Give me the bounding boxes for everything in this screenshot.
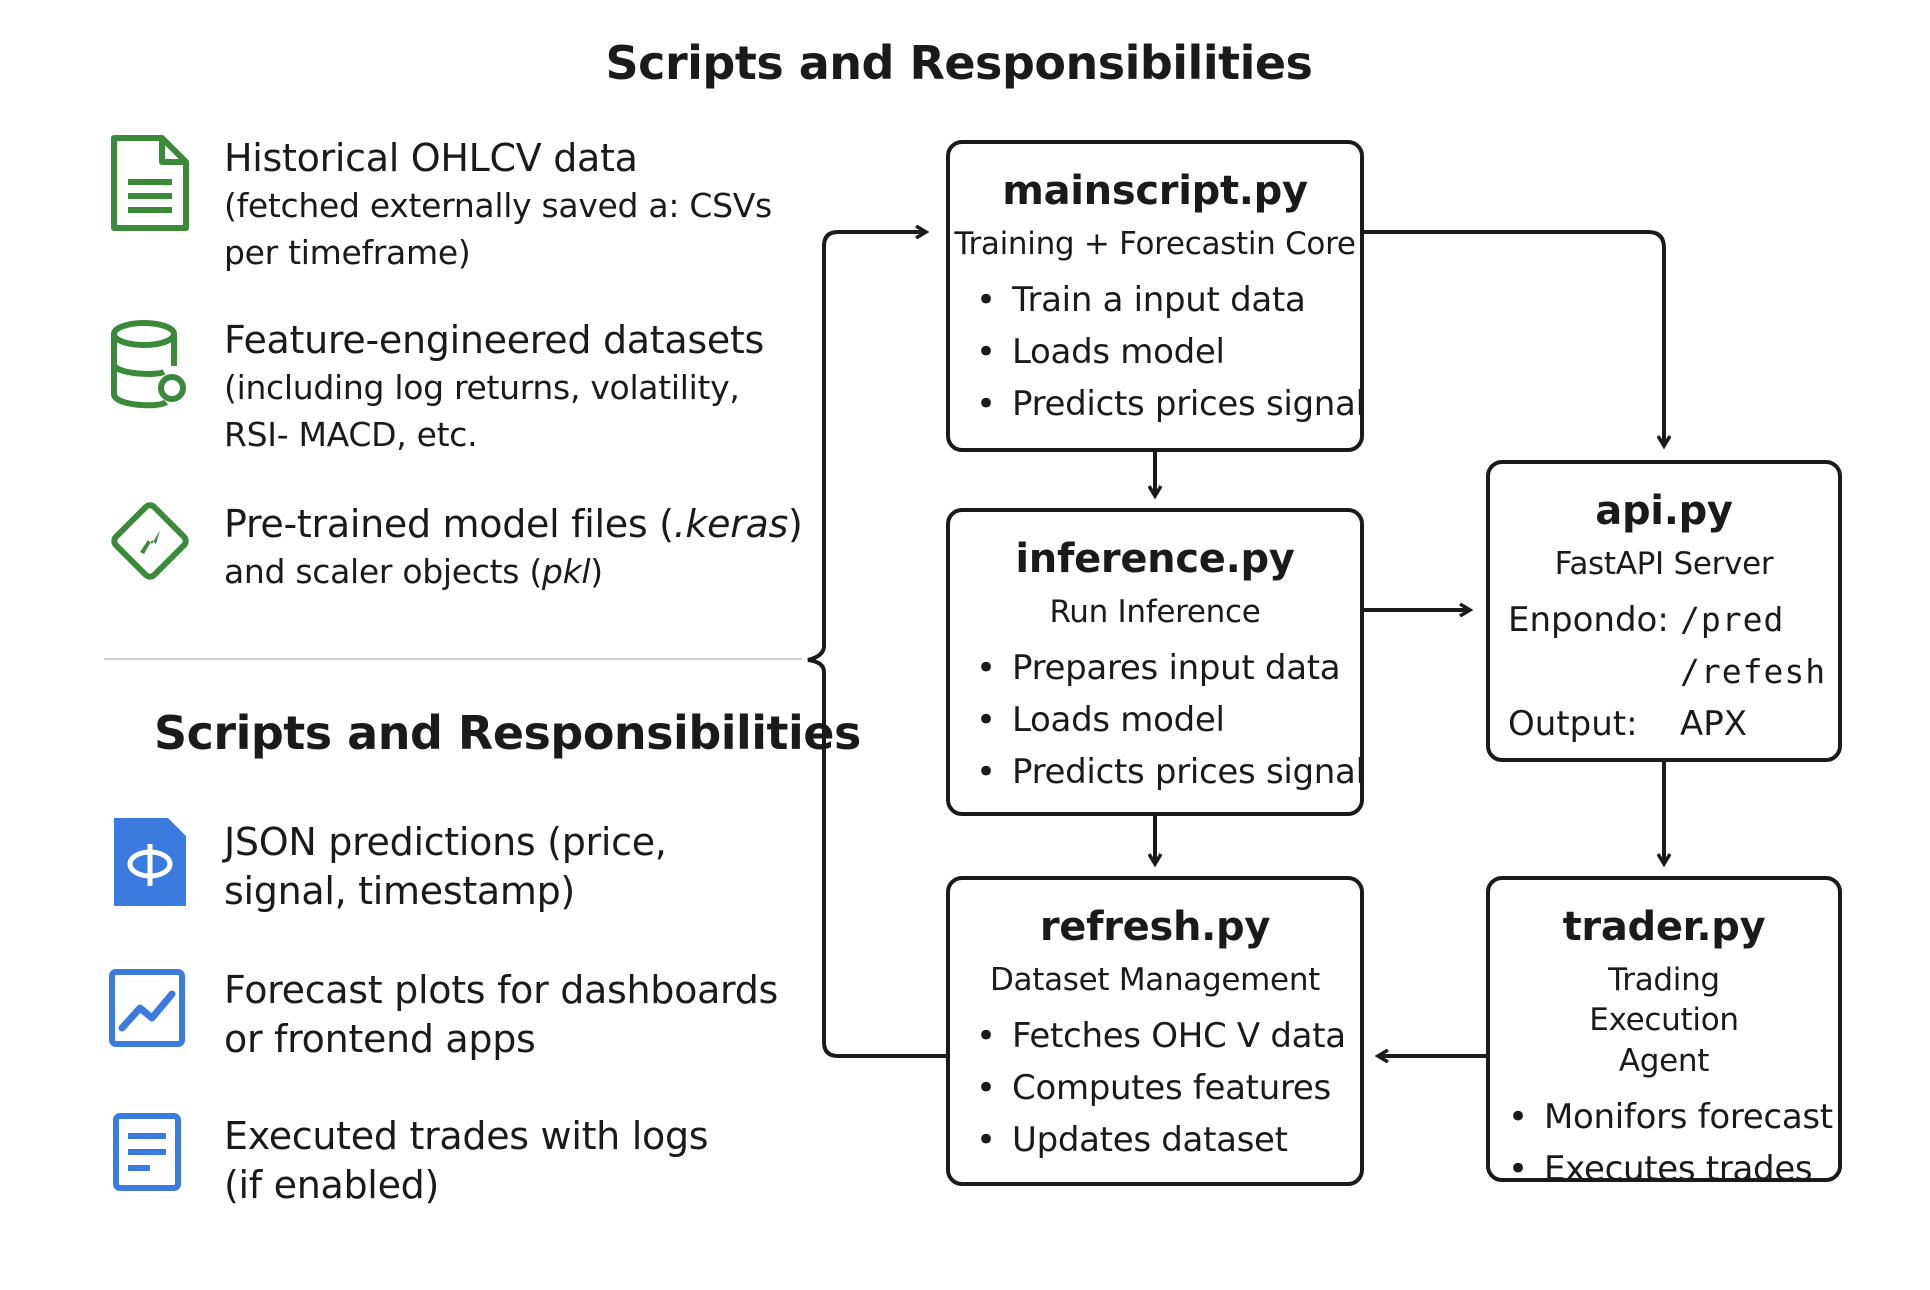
log-file-icon	[106, 1112, 192, 1212]
box-subtitle: Run Inference	[1049, 594, 1261, 630]
box-bullet: Train a input data	[976, 274, 1360, 326]
output-text: JSON predictions (price, signal, timesta…	[224, 820, 667, 914]
database-icon	[106, 316, 192, 416]
outputs-title: Scripts and Responsibilities	[154, 706, 861, 760]
input-detail: (including log returns, volatility, RSI-…	[224, 368, 740, 454]
box-bullet: Loads model	[976, 326, 1360, 378]
box-title: api.py	[1595, 488, 1733, 534]
document-icon	[106, 134, 192, 234]
input-detail: (fetched externally saved a: CSVs per ti…	[224, 186, 772, 272]
box-bullet: Predicts prices signal	[976, 746, 1365, 798]
output-label: Output:	[1508, 704, 1638, 745]
input-title: Feature-engineered datasets	[224, 318, 765, 362]
box-bullet: Predicts prices signal	[976, 378, 1365, 430]
box-subtitle: FastAPI Server	[1554, 546, 1774, 582]
mainscript-box: mainscript.py Training + Forecastin Core…	[946, 140, 1365, 452]
output-value: APX	[1680, 704, 1748, 745]
endpoint-pred: /pred	[1680, 600, 1785, 640]
box-title: inference.py	[1015, 536, 1295, 582]
box-bullet: Fetches OHC V data	[976, 1010, 1360, 1062]
box-title: refresh.py	[1039, 904, 1271, 950]
output-text: Forecast plots for dashboards or fronten…	[224, 968, 779, 1062]
input-title: Historical OHLCV data	[224, 136, 638, 180]
trader-box: trader.py Trading Execution Agent Monifo…	[1486, 876, 1842, 1195]
box-bullet: Loads model	[976, 694, 1360, 746]
box-bullet: Prepares input data	[976, 642, 1360, 694]
inference-box: inference.py Run Inference Prepares inpu…	[946, 508, 1365, 816]
api-box: api.py FastAPI Server Enpondo: /pred /re…	[1486, 460, 1842, 762]
box-bullet: Executes trades	[1508, 1143, 1838, 1195]
endpoint-refresh: /refesh	[1680, 652, 1827, 692]
page-title: Scripts and Responsibilities	[605, 36, 1313, 90]
input-detail: and scaler objects (pkl)	[224, 552, 603, 592]
api-details: Enpondo: /pred /refesh Output: APX	[1490, 594, 1838, 750]
box-title: trader.py	[1562, 904, 1766, 950]
json-file-icon	[106, 818, 192, 918]
box-bullet: Updates dataset	[976, 1114, 1360, 1166]
box-bullet: Monifors forecast	[1508, 1091, 1838, 1143]
input-title: Pre-trained model files (.keras)	[224, 502, 803, 546]
model-file-icon	[106, 500, 192, 600]
line-chart-icon	[106, 966, 192, 1066]
refresh-to-mainscript-connector	[807, 232, 946, 1058]
refresh-box: refresh.py Dataset Management Fetches OH…	[946, 876, 1364, 1186]
box-subtitle: Training + Forecastin Core	[954, 226, 1356, 262]
mainscript-to-api-connector	[1364, 230, 1664, 446]
endpoint-label: Enpondo:	[1508, 600, 1669, 641]
box-subtitle: Dataset Management	[989, 962, 1321, 998]
box-subtitle: Trading Execution Agent	[1589, 962, 1739, 1079]
section-divider	[104, 658, 802, 660]
box-bullet: Computes features	[976, 1062, 1360, 1114]
output-text: Executed trades with logs (if enabled)	[224, 1114, 709, 1208]
box-title: mainscript.py	[1002, 168, 1308, 214]
